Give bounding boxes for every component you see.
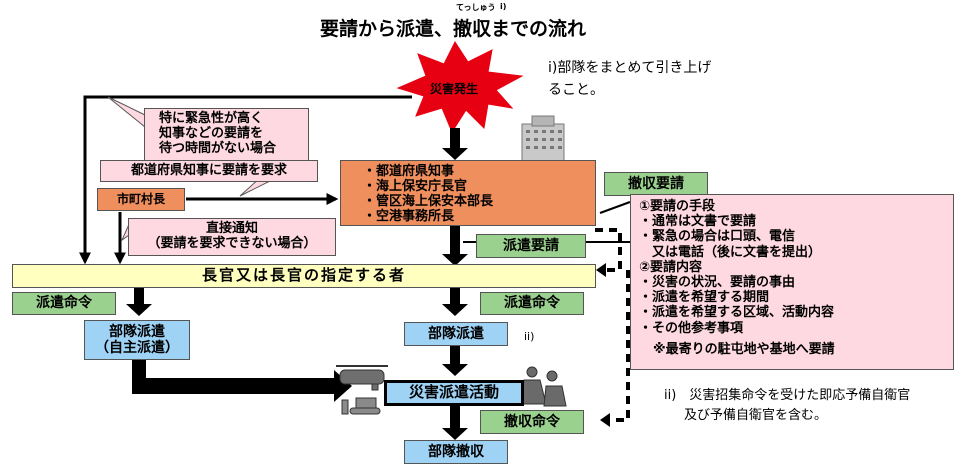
unit-dispatch-self-box: 部隊派遣 （自主派遣）	[84, 320, 190, 360]
main-flow-arrows	[126, 128, 468, 440]
thin-connectors	[79, 95, 631, 265]
disaster-burst	[396, 40, 524, 134]
dispatch-request-label: 派遣要請	[476, 234, 586, 258]
title-ruby-note: i)	[500, 2, 507, 11]
disaster-label: 災害発生	[430, 82, 479, 96]
withdraw-dashed-path	[595, 228, 630, 422]
building-icon	[521, 115, 565, 163]
mark-ii: ii)	[524, 330, 535, 343]
rescue-team-icon	[519, 366, 567, 407]
withdraw-arrowhead-top	[596, 263, 606, 277]
diagram-title: 要請から派遣、撤収までの流れ	[320, 18, 587, 40]
note-ii: ii) 災害招集命令を受けた即応予備自衛官 及び予備自衛官を含む。	[664, 388, 911, 424]
unit-dispatch-box: 部隊派遣	[404, 322, 508, 346]
dispatch-order-right: 派遣命令	[480, 292, 584, 315]
dispatch-order-left: 派遣命令	[12, 292, 116, 315]
direct-notice-callout: 直接通知 （要請を要求できない場合）	[128, 218, 336, 256]
request-governor-callout: 都道府県知事に要請を要求	[100, 160, 318, 182]
note-i: i)部隊をまとめて引き上げ ること。	[548, 60, 712, 98]
withdraw-order-label: 撤収命令	[480, 410, 584, 434]
request-method-box: ①要請の手段 ・通常は文書で要請 ・緊急の場合は口頭、電信 又は電話（後に文書を…	[630, 194, 954, 370]
disaster-activity-box: 災害派遣活動	[384, 380, 524, 406]
urgent-callout: 特に緊急性が高く 知事などの要請を 待つ時間がない場合	[144, 108, 309, 166]
mayor-box: 市町村長	[97, 188, 185, 211]
unit-withdraw-box: 部隊撤収	[404, 440, 508, 464]
commander-bar: 長官又は長官の指定する者	[12, 264, 596, 288]
bulldozer-icon	[341, 397, 381, 415]
helicopter-icon	[336, 365, 388, 391]
withdraw-request-label: 撤収要請	[604, 172, 708, 196]
withdraw-arrowhead-bottom	[600, 413, 610, 427]
title-ruby: てっしゅう	[456, 3, 496, 12]
requesters-box: ・都道府県知事 ・海上保安庁長官 ・管区海上保安本部長 ・空港事務所長	[340, 160, 596, 226]
